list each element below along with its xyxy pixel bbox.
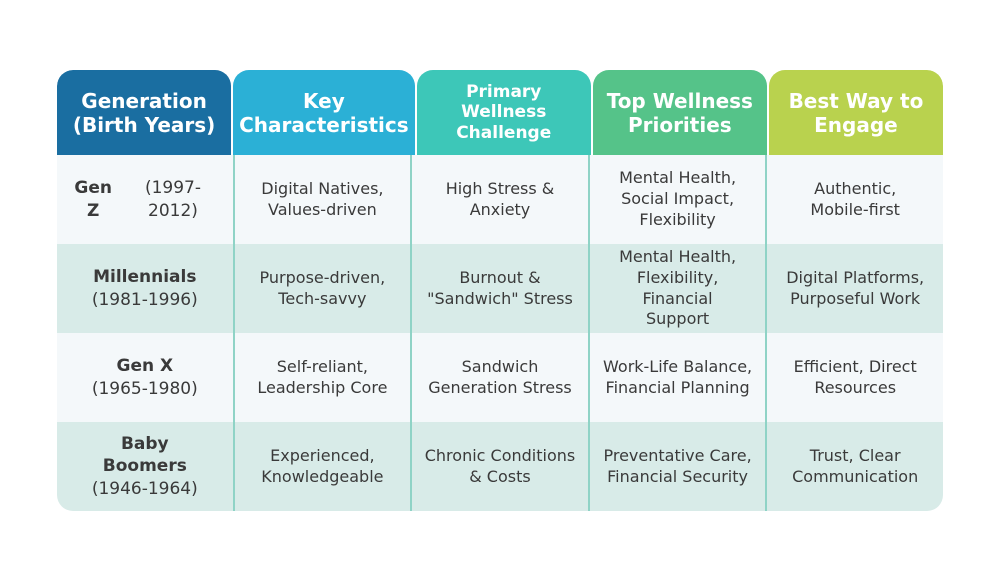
- engage-text: Authentic, Mobile-first: [810, 178, 900, 219]
- challenge-cell: Chronic Conditions & Costs: [412, 422, 590, 511]
- characteristics-cell: Experienced, Knowledgeable: [235, 422, 413, 511]
- characteristics-text: Experienced, Knowledgeable: [261, 445, 384, 486]
- table-row: Millennials (1981-1996) Purpose-driven, …: [57, 244, 943, 333]
- header-top-priorities: Top Wellness Priorities: [592, 70, 767, 155]
- priorities-cell: Work-Life Balance, Financial Planning: [590, 333, 768, 422]
- table-header-row: Generation (Birth Years) Key Characteris…: [57, 70, 943, 155]
- engage-cell: Trust, Clear Communication: [767, 422, 943, 511]
- challenge-cell: Sandwich Generation Stress: [412, 333, 590, 422]
- challenge-text: Chronic Conditions & Costs: [424, 445, 576, 486]
- generation-name: Baby Boomers: [102, 434, 187, 477]
- header-generation-label: Generation (Birth Years): [72, 88, 216, 137]
- priorities-cell: Preventative Care, Financial Security: [590, 422, 768, 511]
- challenge-text: High Stress & Anxiety: [445, 178, 555, 219]
- characteristics-text: Digital Natives, Values-driven: [261, 178, 384, 219]
- header-key-characteristics-label: Key Characteristics: [239, 88, 409, 137]
- generation-cell: Gen Z (1997-2012): [57, 155, 235, 244]
- generation-cell: Gen X (1965-1980): [57, 333, 235, 422]
- table-row: Gen Z (1997-2012) Digital Natives, Value…: [57, 155, 943, 244]
- table-row: Gen X (1965-1980) Self-reliant, Leadersh…: [57, 333, 943, 422]
- generation-years: (1997-2012): [144, 178, 201, 221]
- generation-name: Gen Z: [74, 178, 112, 221]
- priorities-cell: Mental Health, Social Impact, Flexibilit…: [590, 155, 768, 244]
- engage-text: Efficient, Direct Resources: [793, 356, 917, 397]
- header-generation: Generation (Birth Years): [57, 70, 232, 155]
- priorities-text: Work-Life Balance, Financial Planning: [603, 356, 753, 397]
- priorities-text: Preventative Care, Financial Security: [603, 445, 752, 486]
- characteristics-cell: Purpose-driven, Tech-savvy: [235, 244, 413, 333]
- table-row: Baby Boomers (1946-1964) Experienced, Kn…: [57, 422, 943, 511]
- generation-years: (1965-1980): [91, 378, 198, 399]
- engage-cell: Authentic, Mobile-first: [767, 155, 943, 244]
- characteristics-cell: Self-reliant, Leadership Core: [235, 333, 413, 422]
- characteristics-cell: Digital Natives, Values-driven: [235, 155, 413, 244]
- header-top-priorities-label: Top Wellness Priorities: [606, 88, 753, 137]
- generation-cell: Millennials (1981-1996): [57, 244, 235, 333]
- characteristics-text: Purpose-driven, Tech-savvy: [259, 267, 386, 308]
- header-best-way-to-engage-label: Best Way to Engage: [788, 88, 924, 137]
- challenge-cell: High Stress & Anxiety: [412, 155, 590, 244]
- challenge-cell: Burnout & "Sandwich" Stress: [412, 244, 590, 333]
- generation-name: Gen X: [116, 356, 174, 377]
- generation-years: (1946-1964): [91, 478, 198, 499]
- header-best-way-to-engage: Best Way to Engage: [768, 70, 943, 155]
- engage-cell: Digital Platforms, Purposeful Work: [767, 244, 943, 333]
- generation-cell: Baby Boomers (1946-1964): [57, 422, 235, 511]
- generations-wellness-table: Generation (Birth Years) Key Characteris…: [57, 70, 943, 511]
- generation-years: (1981-1996): [91, 289, 198, 310]
- challenge-text: Burnout & "Sandwich" Stress: [427, 267, 573, 308]
- header-primary-challenge-label: Primary Wellness Challenge: [456, 81, 552, 143]
- engage-cell: Efficient, Direct Resources: [767, 333, 943, 422]
- engage-text: Digital Platforms, Purposeful Work: [786, 267, 925, 308]
- challenge-text: Sandwich Generation Stress: [428, 356, 572, 397]
- generation-name: Millennials: [93, 267, 197, 288]
- characteristics-text: Self-reliant, Leadership Core: [257, 356, 388, 397]
- engage-text: Trust, Clear Communication: [792, 445, 919, 486]
- priorities-text: Mental Health, Flexibility, Financial Su…: [619, 246, 737, 329]
- header-primary-challenge: Primary Wellness Challenge: [416, 70, 591, 155]
- priorities-cell: Mental Health, Flexibility, Financial Su…: [590, 244, 768, 333]
- priorities-text: Mental Health, Social Impact, Flexibilit…: [619, 168, 737, 229]
- header-key-characteristics: Key Characteristics: [233, 70, 415, 155]
